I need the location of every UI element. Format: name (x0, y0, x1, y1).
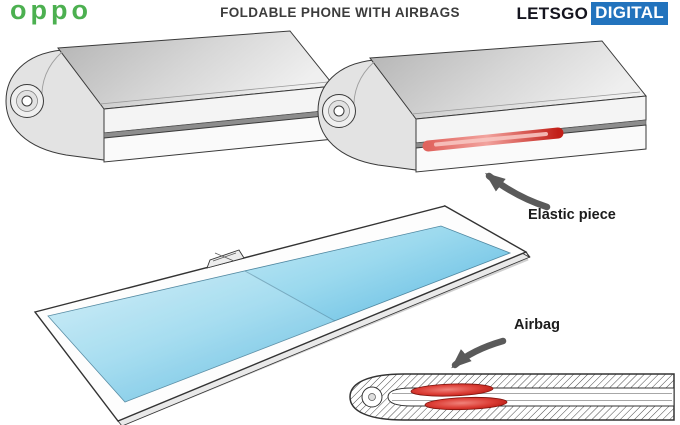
elastic-piece-arrow-icon (485, 172, 551, 211)
unfolded-phone-drawing (33, 204, 531, 425)
folded-phone-elastic-drawing (317, 40, 647, 173)
page-title: FOLDABLE PHONE WITH AIRBAGS (220, 5, 460, 20)
airbag-label: Airbag (514, 317, 560, 333)
letsgo-digital-logo: LETSGO DIGITAL (516, 2, 668, 25)
airbag-shape (410, 383, 494, 397)
cross-section-drawing (349, 373, 675, 421)
letsgo-logo-text: LETSGO (516, 3, 589, 23)
oppo-logo: oppo (10, 0, 92, 25)
flexible-screen (47, 225, 512, 403)
airbag-shape (424, 396, 508, 411)
fold-seam-line (244, 270, 336, 322)
hinge-latch (206, 249, 245, 269)
folded-phone-closed-drawing (5, 30, 335, 163)
digital-logo-badge: DIGITAL (591, 2, 668, 25)
elastic-piece-label: Elastic piece (528, 207, 616, 223)
airbag-arrow-icon (451, 337, 507, 369)
